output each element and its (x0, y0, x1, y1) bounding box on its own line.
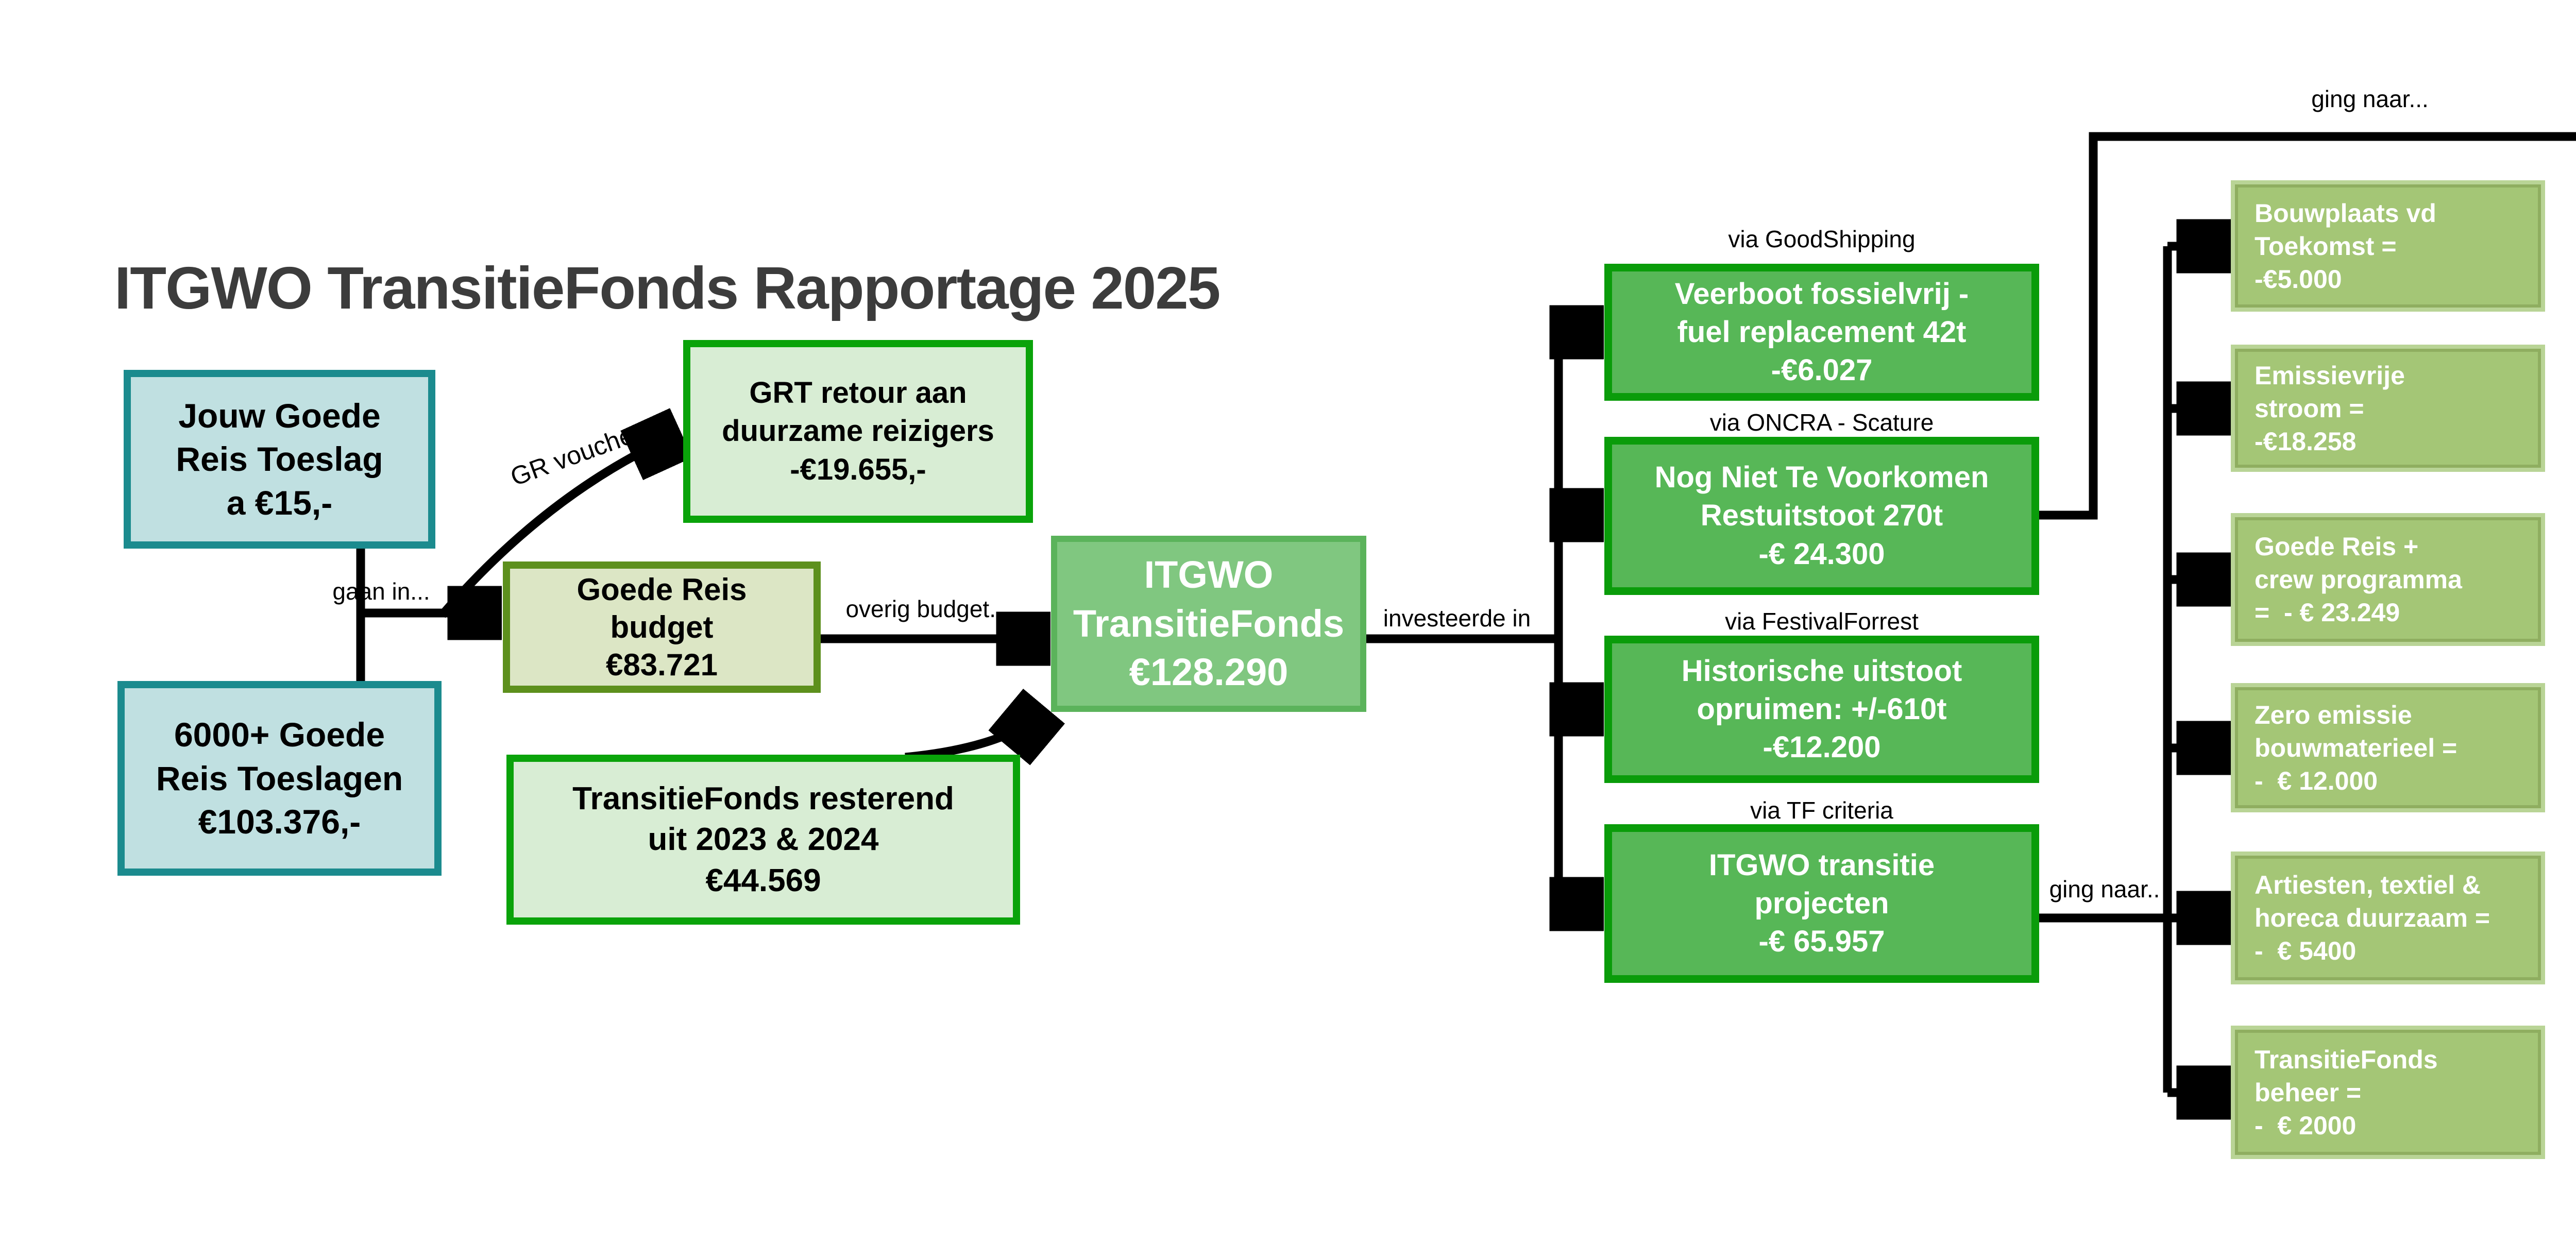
box-nog-niet-te-voorkomen-text: Nog Niet Te Voorkomen Restuitstoot 270t … (1654, 461, 1989, 571)
box-historische-uitstoot-text: Historische uitstoot opruimen: +/-610t -… (1681, 654, 1962, 764)
box-nog-niet-te-voorkomen: Nog Niet Te Voorkomen Restuitstoot 270t … (1604, 437, 2039, 595)
box-itgwo-transitie-projecten: ITGWO transitie projecten -€ 65.957 (1604, 824, 2039, 983)
box-6000-goede-reis-toeslagen: 6000+ Goede Reis Toeslagen €103.376,- (117, 681, 442, 876)
box-itgwo-transitiefonds: ITGWO TransitieFonds €128.290 (1051, 536, 1366, 712)
box-veerboot-fossielvrij-text: Veerboot fossielvrij - fuel replacement … (1674, 277, 1969, 387)
box-artiesten-textiel-horeca: Artiesten, textiel & horeca duurzaam = -… (2231, 852, 2545, 984)
box-bouwplaats-toekomst: Bouwplaats vd Toekomst = -€5.000 (2231, 180, 2545, 312)
box-goede-reis-budget-text: Goede Reis budget €83.721 (577, 572, 747, 683)
box-jouw-goede-reis-toeslag: Jouw Goede Reis Toeslag a €15,- (124, 370, 435, 549)
page-title: ITGWO TransitieFonds Rapportage 2025 (114, 254, 1221, 321)
box-transitiefonds-beheer: TransitieFonds beheer = - € 2000 (2231, 1026, 2545, 1159)
label-via-festivalforrest: via FestivalForrest (1725, 608, 1919, 635)
box-jouw-goede-reis-toeslag-text: Jouw Goede Reis Toeslag a €15,- (176, 396, 383, 522)
box-transitiefonds-resterend-text: TransitieFonds resterend uit 2023 & 2024… (572, 780, 954, 898)
box-emissievrije-stroom-text: Emissievrije stroom = -€18.258 (2255, 361, 2405, 456)
connector-gr-vouchers-curve (438, 437, 671, 618)
box-goede-reis-crew-programma-text: Goede Reis + crew programma = - € 23.249 (2255, 532, 2462, 627)
box-transitiefonds-beheer-text: TransitieFonds beheer = - € 2000 (2255, 1045, 2438, 1140)
label-ging-naar-right: ging naar.. (2049, 876, 2160, 903)
box-emissievrije-stroom: Emissievrije stroom = -€18.258 (2231, 345, 2545, 472)
box-6000-goede-reis-toeslagen-text: 6000+ Goede Reis Toeslagen €103.376,- (156, 716, 403, 841)
box-historische-uitstoot: Historische uitstoot opruimen: +/-610t -… (1604, 636, 2039, 783)
connector-resterend-curve (905, 714, 1037, 757)
box-grt-retour: GRT retour aan duurzame reizigers -€19.6… (683, 340, 1033, 523)
box-itgwo-transitiefonds-text: ITGWO TransitieFonds €128.290 (1073, 553, 1345, 694)
label-gaan-in: gaan in... (332, 578, 430, 605)
box-goede-reis-crew-programma: Goede Reis + crew programma = - € 23.249 (2231, 513, 2545, 646)
label-via-goodshipping: via GoodShipping (1728, 226, 1916, 252)
box-zero-emissie-bouwmaterieel: Zero emissie bouwmaterieel = - € 12.000 (2231, 683, 2545, 812)
box-itgwo-transitie-projecten-text: ITGWO transitie projecten -€ 65.957 (1708, 848, 1935, 959)
connector-restuitstoot-route (2039, 132, 2576, 520)
box-transitiefonds-resterend: TransitieFonds resterend uit 2023 & 2024… (506, 755, 1020, 925)
box-grt-retour-text: GRT retour aan duurzame reizigers -€19.6… (722, 376, 994, 486)
box-zero-emissie-bouwmaterieel-text: Zero emissie bouwmaterieel = - € 12.000 (2255, 700, 2458, 795)
box-bouwplaats-toekomst-text: Bouwplaats vd Toekomst = -€5.000 (2255, 198, 2436, 294)
box-artiesten-textiel-horeca-text: Artiesten, textiel & horeca duurzaam = -… (2255, 871, 2490, 965)
label-via-oncra-scature: via ONCRA - Scature (1709, 409, 1934, 436)
label-via-tf-criteria: via TF criteria (1750, 797, 1893, 824)
label-ging-naar-top: ging naar... (2311, 86, 2429, 112)
label-investeerde-in: investeerde in (1383, 605, 1531, 632)
box-goede-reis-budget: Goede Reis budget €83.721 (503, 561, 821, 693)
label-overig-budget: overig budget... (845, 595, 1009, 622)
box-veerboot-fossielvrij: Veerboot fossielvrij - fuel replacement … (1604, 264, 2039, 401)
